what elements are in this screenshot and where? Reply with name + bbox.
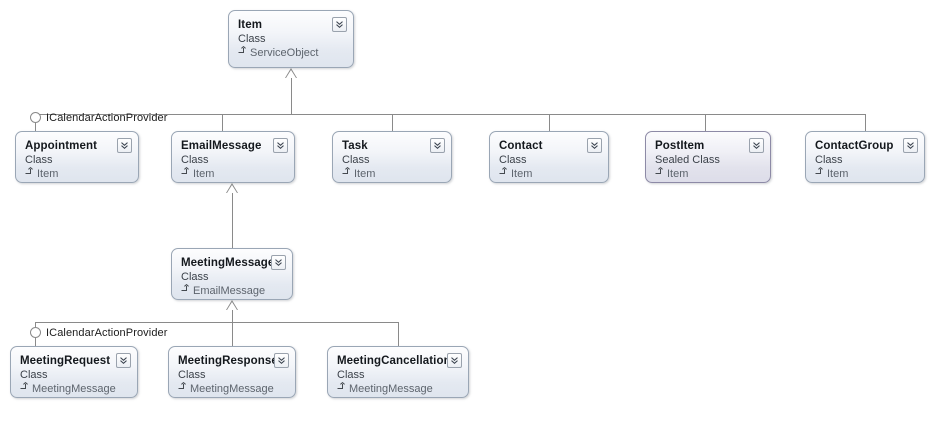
collapse-chevron-icon[interactable]: [271, 255, 286, 270]
class-base-row: Item: [815, 166, 915, 181]
inheritance-arrow-icon: [499, 166, 508, 179]
class-name: Contact: [499, 140, 543, 152]
provided-interface-icon[interactable]: [30, 327, 41, 338]
edge-item-drop-2: [392, 114, 393, 131]
edge-meeting-bus: [35, 322, 398, 323]
collapse-chevron-icon[interactable]: [447, 353, 462, 368]
class-kind: Class: [342, 154, 370, 166]
class-name: MeetingMessage: [181, 257, 275, 269]
inheritance-arrow-icon: [181, 283, 190, 296]
inheritance-arrow-icon: [20, 381, 29, 394]
class-name: MeetingResponse: [178, 355, 278, 367]
class-base-name: Item: [354, 168, 376, 180]
inheritance-arrow-icon: [815, 166, 824, 179]
class-base-name: EmailMessage: [193, 285, 266, 297]
inheritance-arrow-icon: [342, 166, 351, 179]
class-name: ContactGroup: [815, 140, 894, 152]
inheritance-arrow-icon: [238, 45, 247, 58]
class-base-row: EmailMessage: [181, 283, 283, 298]
inheritance-arrow-icon: [181, 166, 190, 179]
inheritance-arrow-icon: [655, 166, 664, 179]
class-base-name: MeetingMessage: [32, 383, 116, 395]
collapse-chevron-icon[interactable]: [587, 138, 602, 153]
class-kind: Class: [25, 154, 53, 166]
edge-meeting-drop-1: [232, 322, 233, 346]
triangle-fill: [227, 302, 237, 310]
class-kind: Class: [178, 369, 206, 381]
edge-item-bus: [35, 114, 865, 115]
class-name: Task: [342, 140, 368, 152]
collapse-chevron-icon[interactable]: [117, 138, 132, 153]
edge-item-stem: [291, 78, 292, 114]
collapse-chevron-icon[interactable]: [274, 353, 289, 368]
class-base-name: ServiceObject: [250, 47, 319, 59]
class-base-name: Item: [827, 168, 849, 180]
class-base-name: Item: [667, 168, 689, 180]
class-base-name: Item: [37, 168, 59, 180]
class-name: MeetingCancellation: [337, 355, 451, 367]
class-kind: Class: [181, 271, 209, 283]
edge-item-drop-4: [705, 114, 706, 131]
class-kind: Class: [499, 154, 527, 166]
class-base-name: Item: [511, 168, 533, 180]
class-name: PostItem: [655, 140, 705, 152]
inheritance-arrow-icon: [178, 381, 187, 394]
class-kind: Sealed Class: [655, 154, 720, 166]
provided-interface-label: ICalendarActionProvider: [46, 327, 168, 339]
lollipop-stem: [35, 338, 36, 346]
class-kind: Class: [337, 369, 365, 381]
triangle-fill: [286, 70, 296, 78]
collapse-chevron-icon[interactable]: [332, 17, 347, 32]
class-base-row: Item: [655, 166, 761, 181]
class-name: Item: [238, 19, 263, 31]
edge-meeting-drop-2: [398, 322, 399, 346]
collapse-chevron-icon[interactable]: [903, 138, 918, 153]
edge-item-drop-5: [865, 114, 866, 131]
class-base-row: Item: [25, 166, 129, 181]
collapse-chevron-icon[interactable]: [273, 138, 288, 153]
class-base-row: Item: [181, 166, 285, 181]
class-base-row: MeetingMessage: [337, 381, 459, 396]
class-name: EmailMessage: [181, 140, 262, 152]
class-kind: Class: [815, 154, 843, 166]
class-base-row: Item: [342, 166, 442, 181]
triangle-fill: [227, 185, 237, 193]
class-base-row: MeetingMessage: [20, 381, 128, 396]
class-kind: Class: [181, 154, 209, 166]
collapse-chevron-icon[interactable]: [749, 138, 764, 153]
class-kind: Class: [238, 33, 266, 45]
class-name: MeetingRequest: [20, 355, 111, 367]
class-base-name: MeetingMessage: [349, 383, 433, 395]
provided-interface-icon[interactable]: [30, 112, 41, 123]
inheritance-arrow-icon: [337, 381, 346, 394]
lollipop-stem: [35, 123, 36, 131]
collapse-chevron-icon[interactable]: [430, 138, 445, 153]
provided-interface-label: ICalendarActionProvider: [46, 112, 168, 124]
edge-email-meeting: [232, 193, 233, 248]
edge-item-drop-3: [549, 114, 550, 131]
class-kind: Class: [20, 369, 48, 381]
collapse-chevron-icon[interactable]: [116, 353, 131, 368]
class-base-row: ServiceObject: [238, 45, 344, 60]
class-name: Appointment: [25, 140, 98, 152]
class-base-name: Item: [193, 168, 215, 180]
class-base-name: MeetingMessage: [190, 383, 274, 395]
edge-meeting-stem: [232, 310, 233, 322]
class-base-row: MeetingMessage: [178, 381, 286, 396]
class-base-row: Item: [499, 166, 599, 181]
edge-item-drop-1: [222, 114, 223, 131]
inheritance-arrow-icon: [25, 166, 34, 179]
